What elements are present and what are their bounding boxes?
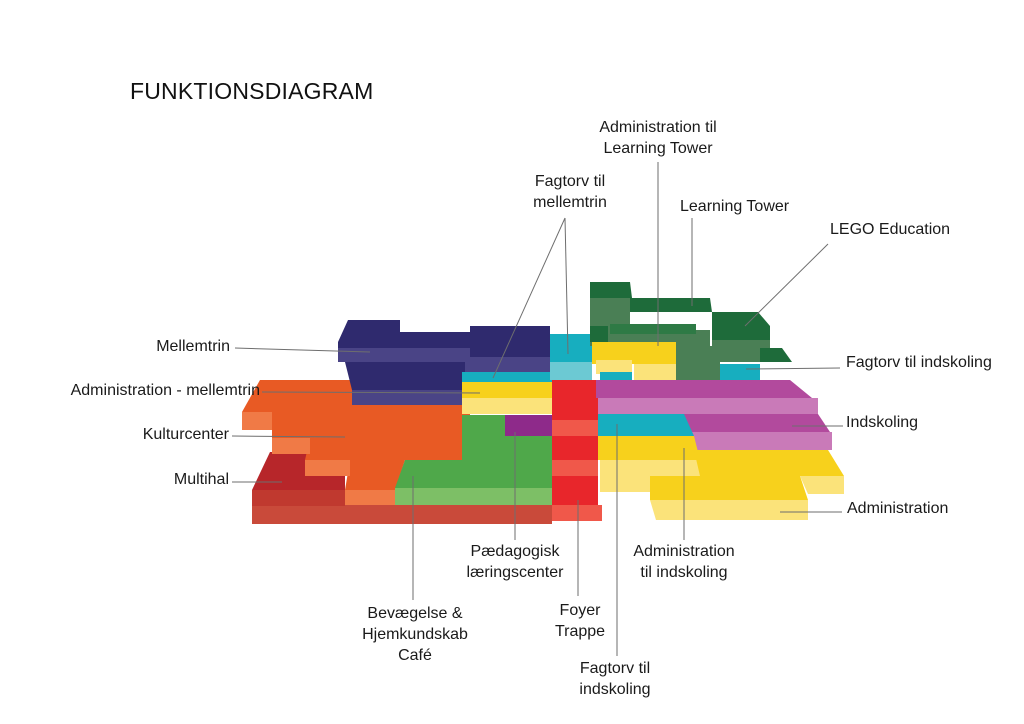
admin-mellemtrin-front [462,398,552,414]
admin-learning-block [592,342,676,364]
label-admin-mellemtrin: Administration - mellemtrin [70,382,260,399]
label-fagtorv-indskoling-right: Fagtorv til indskoling [846,354,992,371]
foyer-band-2 [552,460,598,476]
leader-mellemtrin [234,347,371,353]
label-administration: Administration [847,500,949,517]
mellemtrin-right-front [465,357,550,372]
mellemtrin-upper-left [338,320,470,348]
admin-learning-front [634,364,676,380]
kulturcenter-front-b [272,438,310,454]
label-bevaegelse: Bevægelse & Hjemkundskab Café [362,605,468,664]
lego-block [712,312,770,340]
admin-learning-front-b [596,360,632,374]
diagram-title: FUNKTIONSDIAGRAM [130,78,374,104]
lego-small [760,348,792,362]
mellemtrin-upper-front [338,348,470,362]
label-fagtorv-mellemtrin: Fagtorv til mellemtrin [533,173,607,211]
administration-front-b [650,500,808,520]
fagtorv-indskoling-right-b [600,372,632,380]
label-paedagogisk: Pædagogisk læringscenter [466,543,564,581]
kulturcenter-block [242,380,470,490]
mellemtrin-lower [345,362,470,390]
indskoling-right-top [680,414,830,432]
label-foyer: Foyer Trappe [554,602,606,640]
leader-fagtorv-mellemtrin-a [492,217,566,379]
label-lego-education: LEGO Education [830,221,951,238]
admin-indskoling-lower [600,476,650,492]
bevaegelse-front [395,488,552,505]
label-mellemtrin: Mellemtrin [156,338,230,355]
leader-admin-mellemtrin [261,391,481,394]
fagtorv-mellemtrin-strip [462,372,552,382]
foyer-band-1 [552,420,598,436]
leader-fagtorv-indskoling-right [745,367,841,370]
learning-tower-base [676,346,720,380]
lego-front [712,340,770,362]
paedagogisk-block [505,415,552,436]
learning-tower-small [590,326,608,342]
fagtorv-mellemtrin-front [550,362,592,380]
fagtorv-indskoling-mid [598,414,694,436]
kulturcenter-front-a [242,412,272,430]
foyer-column [552,380,598,505]
mellemtrin-lower-front [352,390,462,405]
leader-fagtorv-mellemtrin-b [564,217,569,355]
learning-tower-inner [610,324,696,334]
fagtorv-mellemtrin-block [550,334,592,362]
admin-indskoling-top [598,436,700,460]
foyer-band-3 [552,505,602,521]
mellemtrin-right [470,326,550,357]
kulturcenter-front-c [305,460,350,476]
leader-lego [744,243,829,327]
label-fagtorv-indskoling-bottom: Fagtorv til indskoling [579,660,651,698]
admin-mellemtrin-block [462,382,552,398]
label-admin-learning-tower: Administration til Learning Tower [599,119,717,157]
indskoling-top [596,380,812,398]
label-learning-tower: Learning Tower [680,198,790,215]
administration-top [650,450,844,500]
fagtorv-indskoling-right [720,364,760,380]
label-multihal: Multihal [173,471,229,488]
admin-indskoling-front [600,460,700,476]
label-admin-indskoling: Administration til indskoling [633,543,735,581]
multihal-block-front [252,490,345,506]
indskoling-front [598,398,818,414]
indskoling-right-front [692,432,832,450]
kulturcenter-front-d [345,490,395,505]
administration-front-a [800,476,844,494]
leader-kulturcenter [231,435,346,438]
label-kulturcenter: Kulturcenter [142,426,229,443]
label-indskoling: Indskoling [846,414,919,431]
